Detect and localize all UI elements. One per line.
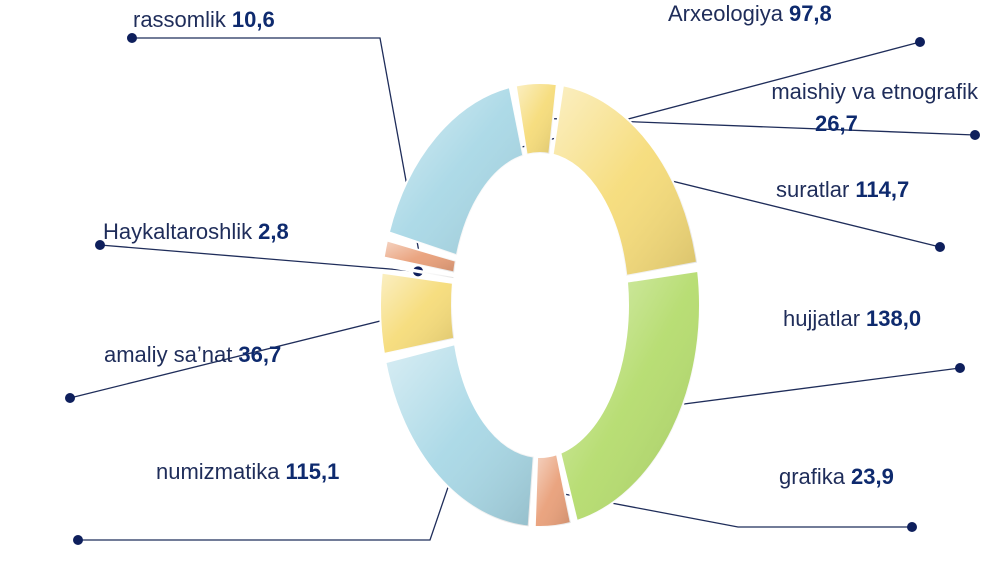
leader-dot bbox=[915, 37, 925, 47]
label-maishiy: maishiy va etnografik bbox=[716, 80, 978, 104]
ring-segment bbox=[551, 84, 699, 278]
leader-dot bbox=[95, 240, 105, 250]
ring-segment bbox=[382, 239, 457, 274]
ring-segment bbox=[559, 269, 701, 523]
label-rassomlik-name: rassomlik bbox=[133, 7, 226, 32]
leader-line bbox=[625, 168, 941, 248]
leader-dot bbox=[970, 130, 980, 140]
label-suratlar-value: 114,7 bbox=[855, 177, 910, 202]
leader-dot bbox=[127, 33, 137, 43]
leader-dot bbox=[73, 535, 83, 545]
ring-segment-shine bbox=[385, 344, 534, 527]
leader-dot bbox=[907, 522, 917, 532]
ring-segment bbox=[384, 342, 535, 528]
leader-line bbox=[642, 367, 961, 411]
leader-dot bbox=[65, 393, 75, 403]
label-maishiy-value-wrap: 26,7 bbox=[815, 112, 858, 136]
leader-line bbox=[99, 244, 419, 272]
ring-segments bbox=[379, 82, 701, 528]
label-maishiy-value: 26,7 bbox=[815, 111, 858, 136]
ring-segment bbox=[533, 452, 573, 528]
label-grafika-value: 23,9 bbox=[851, 464, 894, 489]
ring-segment-shine bbox=[382, 264, 454, 279]
leader-dot bbox=[935, 242, 945, 252]
ring-segment bbox=[387, 85, 525, 257]
ring-segment bbox=[379, 271, 456, 356]
label-numizmatika-name: numizmatika bbox=[156, 459, 280, 484]
leader-line bbox=[69, 311, 417, 399]
label-hujjatlar-name: hujjatlar bbox=[783, 306, 861, 331]
label-maishiy-name: maishiy va etnografik bbox=[771, 79, 978, 104]
ring-segment-shine bbox=[388, 87, 524, 256]
leader-dot bbox=[955, 363, 965, 373]
label-arxeologiya-name: Arxeologiya bbox=[668, 1, 783, 26]
label-hujjatlar-value: 138,0 bbox=[866, 306, 922, 331]
ring-segment bbox=[514, 82, 558, 157]
label-rassomlik-value: 10,6 bbox=[231, 7, 275, 32]
label-amaliy-name: amaliy sa’nat bbox=[104, 342, 233, 367]
label-haykaltaroshlik-name: Haykaltaroshlik bbox=[103, 219, 253, 244]
ring-segment-shine bbox=[515, 82, 557, 155]
ring-segment-shine bbox=[560, 270, 700, 522]
ring-segment-shine bbox=[379, 272, 455, 354]
ring-segment bbox=[381, 263, 455, 280]
label-amaliy-value: 36,7 bbox=[238, 342, 282, 367]
ring-segment-shine bbox=[534, 454, 571, 527]
label-arxeologiya-value: 97,8 bbox=[788, 1, 832, 26]
label-grafika-name: grafika bbox=[779, 464, 846, 489]
label-haykaltaroshlik-value: 2,8 bbox=[258, 219, 289, 244]
ring-segment-shine bbox=[383, 240, 456, 273]
label-numizmatika-value: 115,1 bbox=[285, 459, 340, 484]
label-suratlar-name: suratlar bbox=[776, 177, 850, 202]
ring-segment-shine bbox=[552, 85, 698, 276]
